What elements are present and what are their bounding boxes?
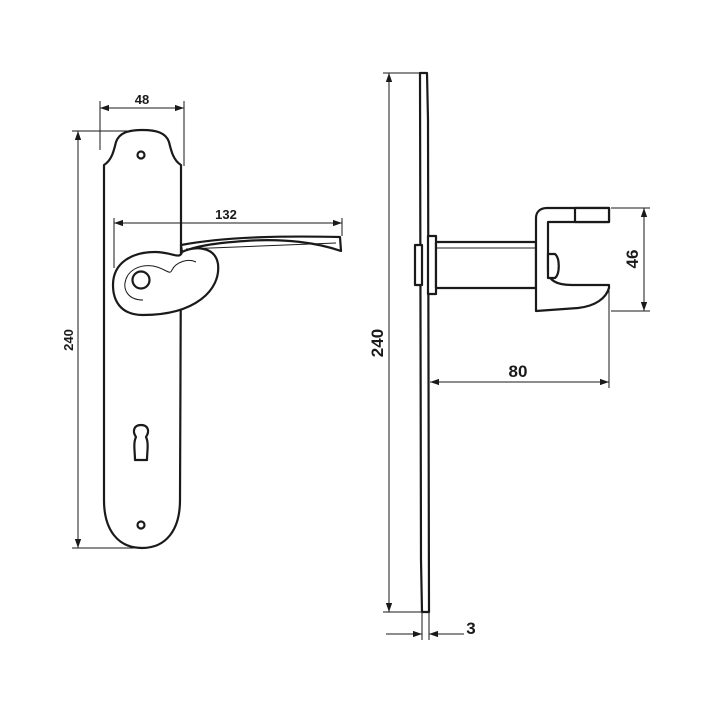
dim-label-46: 46 (623, 250, 642, 269)
top-screw-hole (136, 150, 146, 160)
grub-screw (546, 252, 560, 280)
front-view: 48 132 240 (61, 92, 343, 550)
dim-label-132: 132 (215, 207, 237, 222)
dimension-rose-projection: 80 (430, 288, 610, 388)
side-view: 240 80 46 3 (368, 71, 650, 640)
rose-base (426, 234, 438, 296)
dimension-plate-width: 48 (99, 92, 185, 166)
spindle-hole (131, 270, 151, 290)
scroll-curl (124, 259, 197, 301)
lever-end-profile (534, 206, 611, 313)
plate-side-profile (418, 71, 431, 614)
dim-label-240-side: 240 (368, 329, 387, 357)
dim-label-3: 3 (466, 619, 475, 638)
keyhole (132, 423, 150, 462)
handle-rose-scroll (111, 247, 220, 317)
lever-tip (573, 206, 611, 224)
dim-label-80: 80 (509, 362, 528, 381)
dimension-plate-thickness: 3 (386, 612, 476, 640)
dim-label-48: 48 (135, 92, 149, 107)
lever-arm (179, 235, 343, 254)
dimension-handle-depth: 46 (611, 207, 650, 312)
dimension-handle-length: 132 (113, 207, 343, 268)
dimension-plate-height-side: 240 (368, 72, 424, 613)
bottom-screw-hole (136, 520, 146, 530)
rose-collar (413, 243, 424, 287)
backplate-outline (102, 128, 183, 550)
dimension-plate-height-front: 240 (61, 130, 142, 549)
handle-neck (434, 240, 538, 290)
dim-label-240-front: 240 (61, 329, 76, 351)
